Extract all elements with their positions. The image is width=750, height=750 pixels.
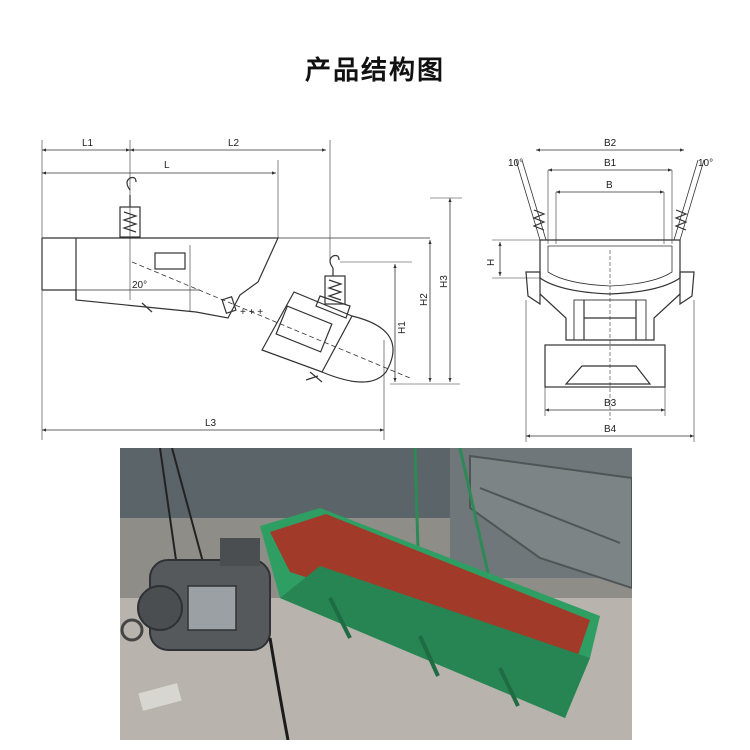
label-l2: L2	[228, 138, 240, 149]
front-left-spring-icon	[515, 159, 547, 241]
side-view-labels: L1 L2 L L3 20° H1 H2 H3	[82, 138, 450, 429]
label-angle-right: 10°	[698, 158, 713, 169]
vibration-motor-drawing	[261, 291, 394, 383]
label-b4: B4	[604, 424, 617, 435]
label-h3: H3	[439, 275, 450, 288]
label-l1: L1	[82, 138, 94, 149]
label-angle-left: 10°	[508, 158, 523, 169]
label-b2: B2	[604, 138, 617, 149]
right-spring-icon	[324, 254, 346, 305]
label-b3: B3	[604, 398, 617, 409]
left-spring-icon	[119, 176, 141, 238]
label-b1: B1	[604, 158, 617, 169]
trough-outline	[42, 237, 279, 319]
vibration-motor	[137, 538, 290, 740]
label-l: L	[164, 160, 170, 171]
front-view-labels: B2 B1 B B3 B4 10° 10° H	[486, 138, 713, 435]
product-photo	[120, 448, 632, 740]
green-trough	[260, 508, 600, 718]
label-h1: H1	[397, 321, 408, 334]
front-view-drawing	[492, 148, 705, 442]
svg-text:+ + +: + + +	[240, 307, 263, 318]
page-title: 产品结构图	[304, 56, 445, 86]
front-right-spring-icon	[673, 159, 705, 241]
inspection-window	[154, 252, 186, 270]
label-l3: L3	[205, 418, 217, 429]
label-h: H	[486, 259, 497, 266]
structure-drawing: + + + L1 L2 L L3 20° H1 H2 H3	[41, 138, 713, 442]
label-h2: H2	[419, 293, 430, 306]
label-angle: 20°	[132, 280, 147, 291]
side-view-drawing: + + +	[41, 140, 462, 440]
label-b: B	[606, 180, 613, 191]
